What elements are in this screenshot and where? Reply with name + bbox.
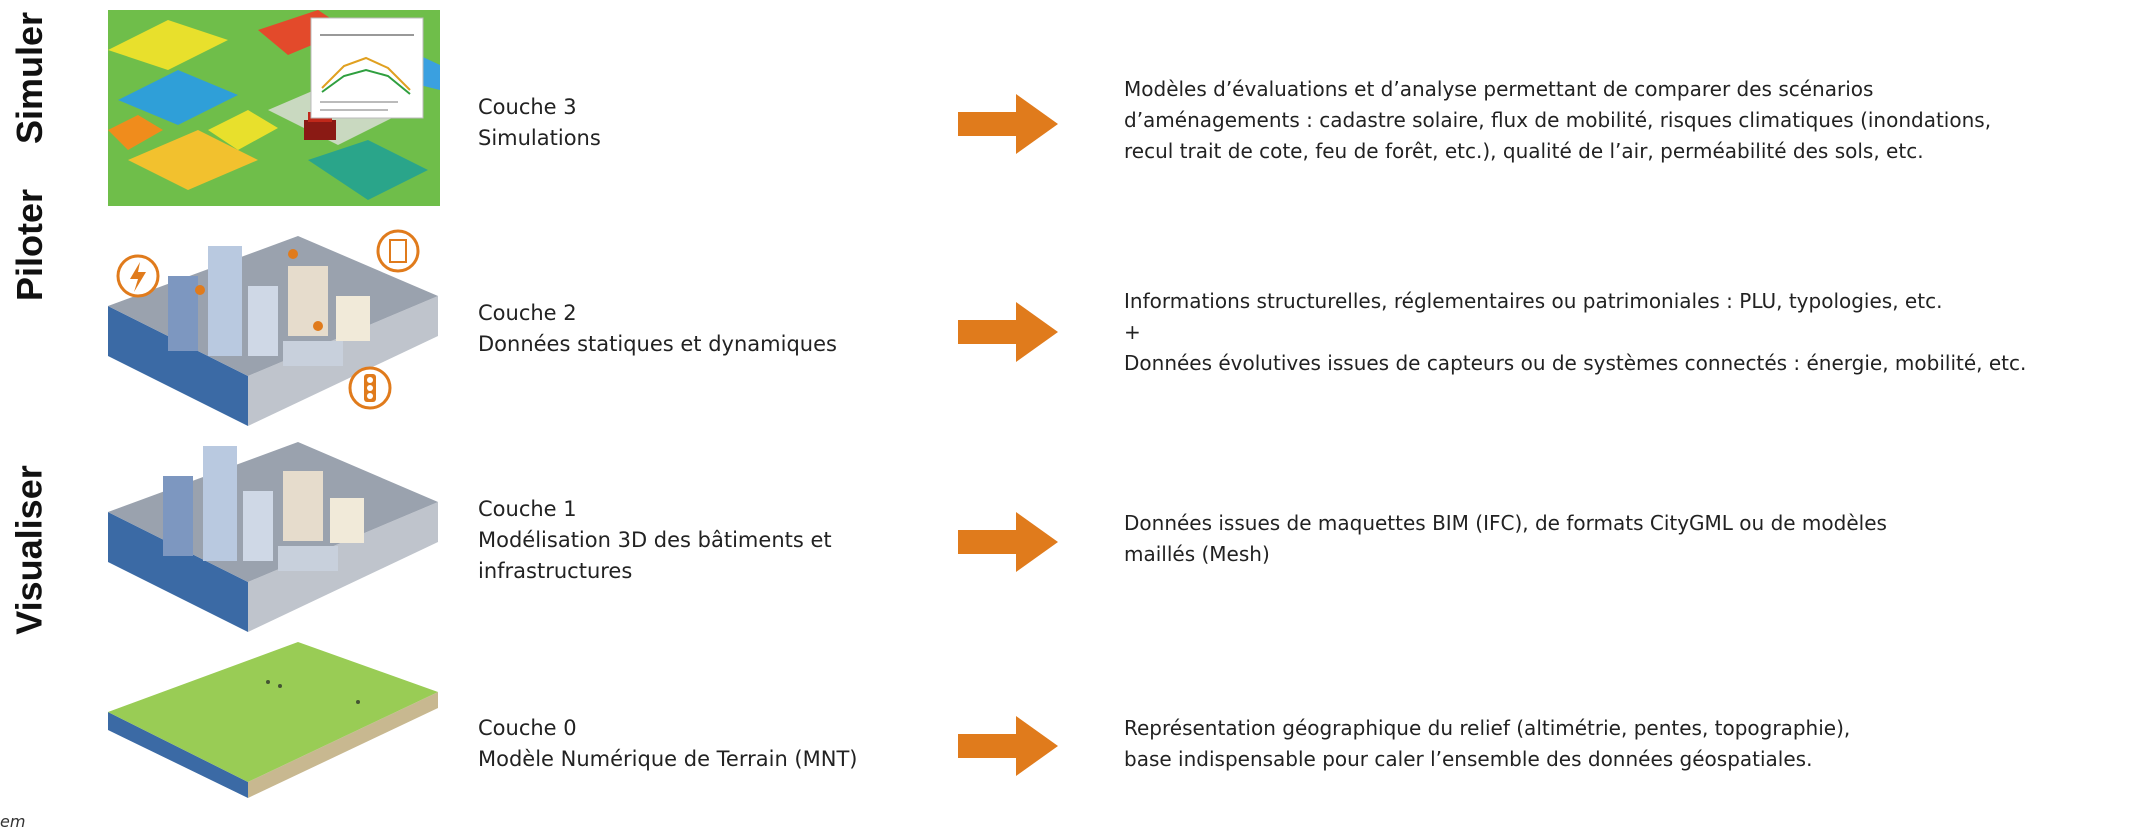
description-line: maillés (Mesh) xyxy=(1124,542,1270,566)
layer-1-title: Couche 1 xyxy=(478,497,577,521)
category-label-piloter: Piloter xyxy=(9,188,50,302)
layer-2-subtitle: Données statiques et dynamiques xyxy=(478,332,837,356)
layer-2-title: Couche 2 xyxy=(478,301,577,325)
layer-3-title: Couche 3 xyxy=(478,95,577,119)
arrow-right-icon xyxy=(958,302,1058,362)
terrain-model xyxy=(108,642,440,798)
layer-0-subtitle: Modèle Numérique de Terrain (MNT) xyxy=(478,747,858,771)
layer-0-title: Couche 0 xyxy=(478,716,577,740)
heatmap-simulation-image xyxy=(108,10,440,206)
arrow-right-icon xyxy=(958,94,1058,154)
layer-1-caption: Couche 1 Modélisation 3D des bâtiments e… xyxy=(478,494,938,587)
arrow-right-icon xyxy=(958,716,1058,776)
source-credit: em xyxy=(0,812,26,831)
description-line: Informations structurelles, réglementair… xyxy=(1124,289,1943,313)
description-line: Données évolutives issues de capteurs ou… xyxy=(1124,351,2027,375)
category-label-simuler: Simuler xyxy=(9,11,51,144)
city-3d-model xyxy=(108,436,440,632)
description-line: Représentation géographique du relief (a… xyxy=(1124,716,1851,740)
layer-1-subtitle-line-2: infrastructures xyxy=(478,559,633,583)
layer-3-subtitle: Simulations xyxy=(478,126,601,150)
layer-2-description: Informations structurelles, réglementair… xyxy=(1124,286,2124,379)
layer-1-subtitle-line-1: Modélisation 3D des bâtiments et xyxy=(478,528,832,552)
category-label-visualiser: Visualiser xyxy=(9,465,51,635)
description-line: Données issues de maquettes BIM (IFC), d… xyxy=(1124,511,1887,535)
description-line: Modèles d’évaluations et d’analyse perme… xyxy=(1124,77,1874,101)
description-line: d’aménagements : cadastre solaire, flux … xyxy=(1124,108,1992,132)
description-line: base indispensable pour caler l’ensemble… xyxy=(1124,747,1813,771)
layer-0-description: Représentation géographique du relief (a… xyxy=(1124,713,2124,775)
layer-3-description: Modèles d’évaluations et d’analyse perme… xyxy=(1124,74,2124,167)
description-line: recul trait de cote, feu de forêt, etc.)… xyxy=(1124,139,1924,163)
description-line: + xyxy=(1124,320,1141,344)
layer-1-description: Données issues de maquettes BIM (IFC), d… xyxy=(1124,508,2124,570)
arrow-right-icon xyxy=(958,512,1058,572)
city-with-iot-icons xyxy=(108,226,440,426)
layer-0-caption: Couche 0 Modèle Numérique de Terrain (MN… xyxy=(478,713,938,775)
layer-2-caption: Couche 2 Données statiques et dynamiques xyxy=(478,298,938,360)
layer-3-caption: Couche 3 Simulations xyxy=(478,92,938,154)
